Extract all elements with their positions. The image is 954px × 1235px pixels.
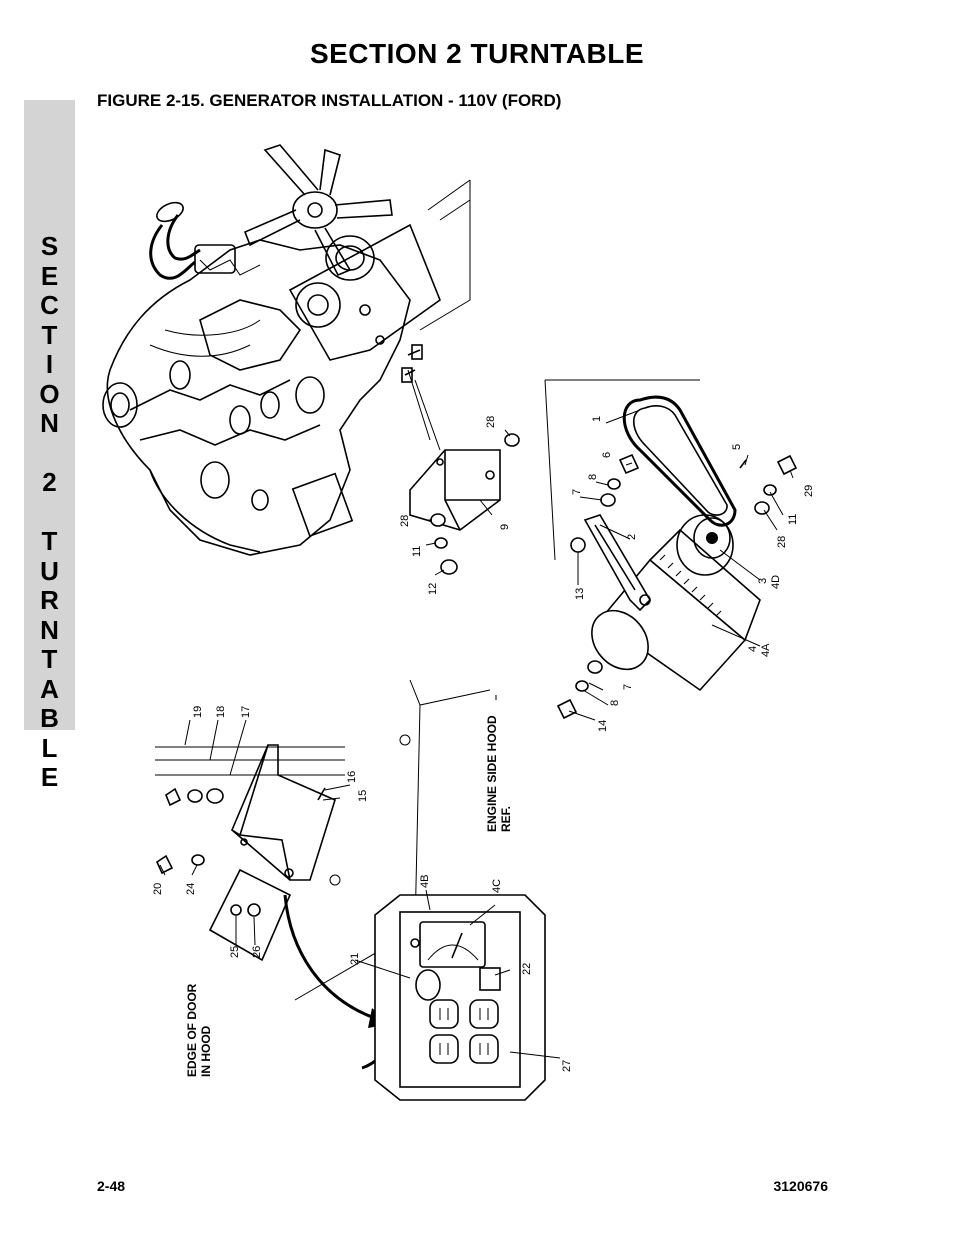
- callout-6: 6: [601, 452, 613, 458]
- leader-lines: [159, 409, 794, 1059]
- callout-29: 29: [803, 485, 815, 497]
- callout-25: 25: [229, 946, 241, 958]
- install-arrow: [283, 894, 381, 1022]
- callout-4b: 4B: [419, 875, 431, 888]
- callout-4c: 4C: [491, 879, 503, 893]
- callout-8-a: 8: [587, 474, 599, 480]
- generator-assembly: [583, 395, 761, 692]
- callout-26: 26: [251, 946, 263, 958]
- callout-28-b: 28: [399, 515, 411, 527]
- document-number: 3120676: [773, 1178, 828, 1194]
- callout-5: 5: [731, 444, 743, 450]
- callout-2: 2: [626, 534, 638, 540]
- callout-7-a: 7: [571, 489, 583, 495]
- mounting-bracket: [409, 449, 501, 531]
- section-title: SECTION 2 TURNTABLE: [309, 38, 645, 69]
- callout-11-b: 11: [787, 514, 799, 525]
- page-number: 2-48: [97, 1178, 126, 1194]
- door-edge-line2: IN HOOD: [199, 1025, 213, 1077]
- figure-title: FIGURE 2-15. GENERATOR INSTALLATION - 11…: [97, 91, 562, 110]
- callout-18: 18: [215, 706, 227, 718]
- callout-3: 3: [757, 578, 769, 584]
- callout-8-b: 8: [609, 700, 621, 706]
- callout-28-c: 28: [776, 536, 788, 548]
- side-tab-label: S E C T I O N 2 T U R N T A B L E: [39, 231, 60, 792]
- callout-22: 22: [521, 963, 533, 975]
- callout-11-a: 11: [411, 546, 423, 557]
- callout-labels: 1 28 5 6 8 7 29 9 28 11 12 2 11 28 3 4D …: [152, 416, 815, 1072]
- callout-28-a: 28: [485, 416, 497, 428]
- callout-15: 15: [357, 790, 369, 802]
- control-box: [374, 894, 546, 1101]
- engine-hood-ref-line1: ENGINE SIDE HOOD: [485, 715, 499, 832]
- callout-12: 12: [427, 583, 439, 595]
- reference-labels: ENGINE SIDE HOOD REF. EDGE OF DOOR IN HO…: [185, 715, 513, 1077]
- callout-13: 13: [574, 588, 586, 600]
- section-side-tab: S E C T I O N 2 T U R N T A B L E: [24, 100, 75, 792]
- engine-assembly: [102, 144, 471, 556]
- callout-19: 19: [192, 706, 204, 718]
- callout-21: 21: [349, 953, 361, 965]
- control-box-bracket: [208, 744, 336, 962]
- callout-20: 20: [152, 883, 164, 895]
- engine-hood-ref-line2: REF.: [499, 806, 513, 832]
- callout-24: 24: [185, 883, 197, 895]
- callout-4a: 4A: [760, 643, 772, 657]
- door-edge-line1: EDGE OF DOOR: [185, 983, 199, 1077]
- callout-7-b: 7: [622, 684, 634, 690]
- callout-1: 1: [591, 416, 603, 422]
- callout-9: 9: [499, 524, 511, 530]
- callout-4d: 4D: [770, 575, 782, 589]
- callout-17: 17: [240, 706, 252, 718]
- callout-27: 27: [561, 1060, 573, 1072]
- callout-4: 4: [747, 646, 759, 652]
- callout-16: 16: [346, 771, 358, 783]
- callout-14: 14: [597, 720, 609, 732]
